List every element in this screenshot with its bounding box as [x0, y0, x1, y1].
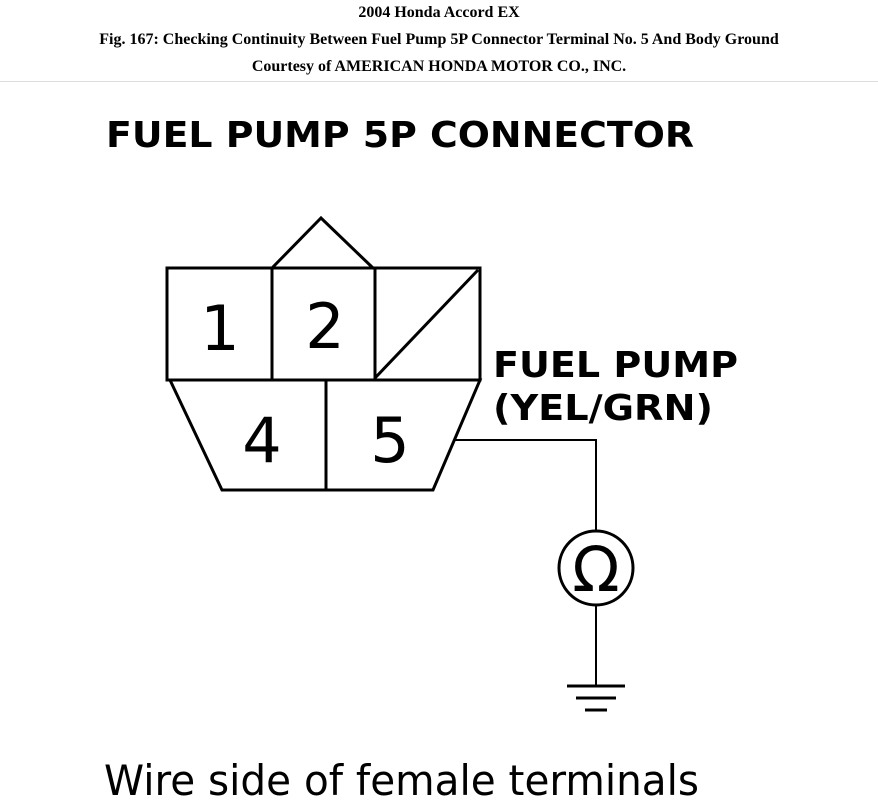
ohm-symbol: Ω: [572, 533, 619, 606]
figure-caption: Fig. 167: Checking Continuity Between Fu…: [99, 31, 779, 48]
connector-lower-row: [167, 378, 483, 492]
empty-cavity-3: [373, 268, 480, 380]
courtesy-line: Courtesy of AMERICAN HONDA MOTOR CO., IN…: [251, 58, 627, 75]
header-divider: [0, 81, 878, 82]
test-lead-wire: [455, 439, 597, 532]
connector-title: FUEL PUMP 5P CONNECTOR: [106, 115, 694, 156]
terminal-5-number: 5: [370, 404, 409, 477]
body-ground-icon: [567, 684, 625, 712]
wire-label-fuel-pump: FUEL PUMP: [493, 345, 738, 386]
wire-side-label: Wire side of female terminals: [104, 756, 699, 805]
fuel-pump-5p-connector: [165, 215, 483, 492]
wire-label-color: (YEL/GRN): [493, 388, 713, 429]
connector-lock-tab: [270, 215, 375, 270]
terminal-4-number: 4: [242, 404, 281, 477]
terminal-2-number: 2: [305, 290, 344, 363]
vehicle-title: 2004 Honda Accord EX: [358, 4, 520, 21]
terminal-1-number: 1: [200, 292, 239, 365]
